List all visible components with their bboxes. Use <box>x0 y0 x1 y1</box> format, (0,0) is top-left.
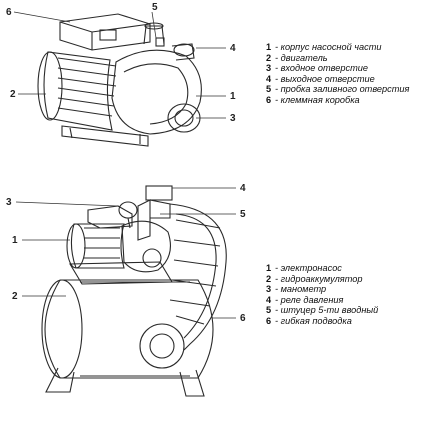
station-legend-item: 2- гидроаккумулятор <box>266 273 363 284</box>
station-drawing: 4 3 5 1 2 6 <box>6 183 246 397</box>
station-callout-5: 5 <box>240 209 246 220</box>
station-legend-item: 6- гибкая подводка <box>266 315 352 326</box>
station-legend: 1- электронасос 2- гидроаккумулятор 3- м… <box>266 263 378 327</box>
pump-callout-6: 6 <box>6 7 12 18</box>
pump-legend-item: 6- клеммная коробка <box>266 94 360 105</box>
station-callout-1: 1 <box>12 235 18 246</box>
pump-legend-item: 4- выходное отверстие <box>266 73 375 84</box>
pump-legend-item: 1- корпус насосной части <box>266 42 382 52</box>
station-legend-item: 4- реле давления <box>266 294 344 305</box>
station-legend-item: 5- штуцер 5-ти вводный <box>266 305 379 316</box>
pump-legend-item: 2- двигатель <box>266 52 328 63</box>
station-callout-4: 4 <box>240 183 246 194</box>
station-callout-6: 6 <box>240 313 246 324</box>
station-callout-2: 2 <box>12 291 18 302</box>
pump-legend: 1- корпус насосной части 2- двигатель 3-… <box>266 42 409 106</box>
pump-callout-1: 1 <box>230 91 236 102</box>
pump-callout-2: 2 <box>10 89 16 100</box>
pump-callout-5: 5 <box>152 2 158 13</box>
station-callout-3: 3 <box>6 197 12 208</box>
station-legend-item: 3- манометр <box>266 284 327 295</box>
pump-callout-3: 3 <box>230 113 236 124</box>
pump-drawing: 6 5 4 2 1 3 <box>6 2 236 147</box>
pump-legend-item: 3- входное отверстие <box>266 63 368 74</box>
pump-legend-item: 5- пробка заливного отверстия <box>266 84 410 95</box>
station-legend-item: 1- электронасос <box>266 263 342 273</box>
pump-callout-4: 4 <box>230 43 236 54</box>
